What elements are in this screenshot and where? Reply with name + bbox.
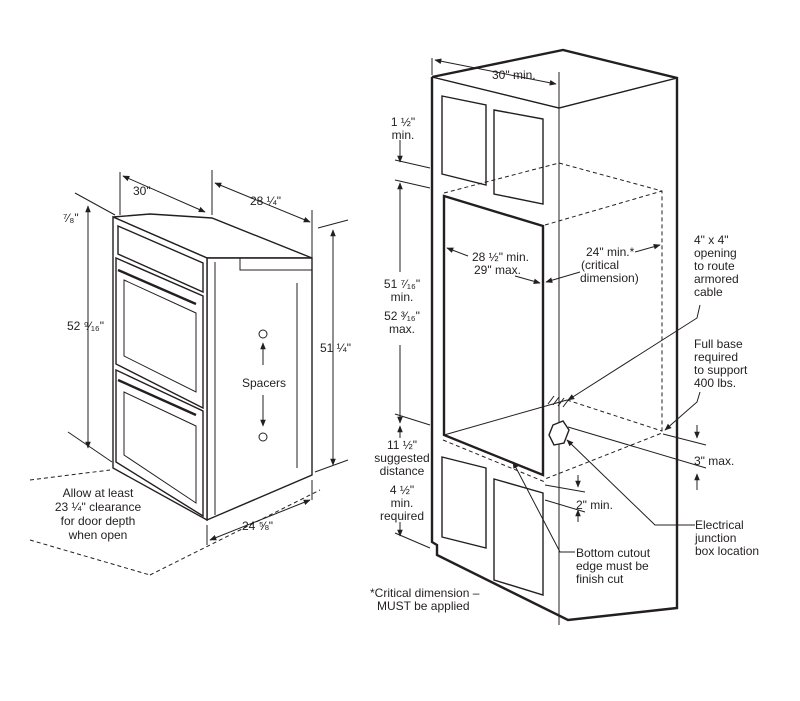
svg-text:52 ³⁄₁₆": 52 ³⁄₁₆" <box>384 309 420 323</box>
oven-base-depth-label: 24 ⅝" <box>242 519 273 533</box>
svg-text:required: required <box>694 350 738 364</box>
svg-text:11 ½": 11 ½" <box>387 438 417 452</box>
upper-oven-door <box>115 256 204 410</box>
min-2-label: 2" min. <box>576 498 613 512</box>
junction-box-icon <box>548 420 570 446</box>
max-3-label: 3" max. <box>694 454 734 468</box>
upper-door-handle <box>117 268 197 306</box>
oven-front-height-label: 52 ⁹⁄₁₆" <box>67 319 104 333</box>
wall-oven-drawing <box>29 170 349 576</box>
svg-text:min.: min. <box>391 496 414 510</box>
svg-text:finish cut: finish cut <box>576 572 624 586</box>
bottom-min-label: 4 ½" min. required <box>380 483 424 523</box>
svg-text:when open: when open <box>68 528 128 542</box>
oven-side-height-label: 51 ¼" <box>320 341 351 355</box>
svg-text:Bottom cutout: Bottom cutout <box>576 546 651 560</box>
svg-text:edge must be: edge must be <box>576 559 649 573</box>
cutout-opening <box>442 194 545 477</box>
svg-text:MUST be applied: MUST be applied <box>377 599 470 613</box>
svg-text:junction: junction <box>694 531 736 545</box>
top-gap-label: 1 ½" min. <box>391 115 415 142</box>
svg-text:max.: max. <box>389 322 415 336</box>
critical-dimension-footnote: *Critical dimension – MUST be applied <box>370 586 480 613</box>
svg-text:armored: armored <box>694 272 739 286</box>
svg-text:4 ½": 4 ½" <box>390 483 414 497</box>
lower-oven-door <box>115 368 204 518</box>
svg-text:dimension): dimension) <box>580 271 639 285</box>
full-base-label: Full base required to support 400 lbs. <box>694 337 748 390</box>
svg-text:28 ½" min.: 28 ½" min. <box>472 250 529 264</box>
svg-text:51 ⁷⁄₁₆": 51 ⁷⁄₁₆" <box>384 277 420 291</box>
upper-cabinet-door <box>493 109 544 205</box>
lower-cabinet-door <box>441 456 487 549</box>
svg-text:to route: to route <box>694 259 735 273</box>
svg-text:for door depth: for door depth <box>61 514 136 528</box>
suggested-distance-label: 11 ½" suggested distance <box>374 438 429 478</box>
oven-width-label: 30" <box>133 184 151 198</box>
cutout-height-label: 51 ⁷⁄₁₆" min. 52 ³⁄₁₆" max. <box>384 277 420 336</box>
finish-cut-label: Bottom cutout edge must be finish cut <box>576 546 651 586</box>
svg-text:(critical: (critical <box>581 258 619 272</box>
svg-text:*Critical dimension –: *Critical dimension – <box>370 586 480 600</box>
cabinet-drawing <box>394 48 707 625</box>
svg-text:Electrical: Electrical <box>695 518 744 532</box>
cable-opening-label: 4" x 4" opening to route armored cable <box>694 233 739 299</box>
upper-cabinet-door <box>441 95 487 186</box>
svg-text:suggested: suggested <box>374 451 429 465</box>
cutout-width-label: 28 ½" min. 29" max. <box>472 250 529 277</box>
oven-depth-label: 28 ¼" <box>250 194 281 208</box>
svg-text:23 ¼" clearance: 23 ¼" clearance <box>55 500 142 514</box>
svg-text:Allow at least: Allow at least <box>63 486 134 500</box>
spacers-label: Spacers <box>242 376 286 390</box>
svg-text:opening: opening <box>694 246 737 260</box>
svg-text:4" x 4": 4" x 4" <box>694 233 729 247</box>
cabinet-width-label: 30" min. <box>492 68 536 82</box>
svg-text:Full base: Full base <box>694 337 743 351</box>
svg-text:400 lbs.: 400 lbs. <box>694 376 736 390</box>
svg-text:24" min.*: 24" min.* <box>586 245 635 259</box>
spacer-icon <box>258 329 268 339</box>
svg-text:1 ½": 1 ½" <box>391 115 415 129</box>
svg-text:29" max.: 29" max. <box>474 263 521 277</box>
junction-box-label: Electrical junction box location <box>694 518 759 558</box>
svg-text:distance: distance <box>380 464 425 478</box>
cabinet-top <box>431 49 678 109</box>
cable-opening-icon <box>547 395 570 408</box>
svg-text:min.: min. <box>391 290 414 304</box>
oven-control-panel <box>117 224 204 294</box>
svg-text:cable: cable <box>694 285 723 299</box>
clearance-note: Allow at least 23 ¼" clearance for door … <box>55 486 142 542</box>
spacer-icon <box>258 432 268 442</box>
svg-text:required: required <box>380 509 424 523</box>
svg-text:to support: to support <box>694 363 748 377</box>
lower-cabinet-door <box>493 478 544 596</box>
svg-text:box location: box location <box>695 544 759 558</box>
lower-door-handle <box>117 378 197 417</box>
cutout-depth-label: 24" min.* (critical dimension) <box>580 245 639 285</box>
svg-text:min.: min. <box>392 128 415 142</box>
oven-trim-label: ⁷⁄₈" <box>63 211 79 225</box>
